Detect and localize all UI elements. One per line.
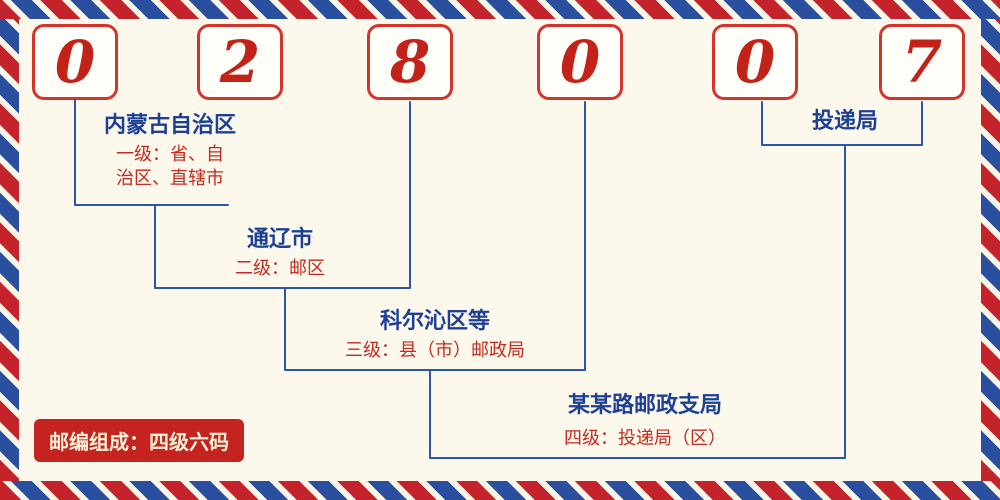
postal-digit-3: 8	[367, 24, 453, 100]
connector-level4	[429, 144, 846, 459]
level-1-desc: 一级：省、自治区、直辖市	[116, 144, 224, 188]
postal-digit-5: 0	[712, 24, 798, 100]
level-4-name: 某某路邮政支局	[567, 392, 722, 417]
composition-badge: 邮编组成：四级六码	[34, 419, 244, 462]
connector-delivery-bracket	[761, 101, 923, 146]
level-1-label: 内蒙古自治区 一级：省、自治区、直辖市	[80, 112, 260, 190]
delivery-office-label: 投递局	[790, 108, 900, 134]
envelope-border-bottom	[0, 481, 1000, 500]
level-3-label: 科尔沁区等 三级：县（市）邮政局	[330, 308, 540, 363]
level-4-desc: 四级：投递局（区）	[564, 428, 726, 449]
envelope-border-left	[0, 19, 19, 481]
connector-level2	[154, 101, 411, 289]
postal-digit-6: 7	[879, 24, 965, 100]
connector-level3	[284, 101, 586, 371]
connector-level1	[74, 99, 229, 206]
level-2-desc: 二级：邮区	[235, 258, 325, 279]
delivery-office-name: 投递局	[811, 108, 878, 133]
postal-digit-4: 0	[537, 24, 623, 100]
level-1-name: 内蒙古自治区	[103, 112, 236, 137]
postal-digit-1: 0	[32, 24, 118, 100]
envelope-border-right	[981, 19, 1000, 481]
envelope-border-top	[0, 0, 1000, 19]
level-2-label: 通辽市 二级：邮区	[205, 226, 355, 281]
level-2-name: 通辽市	[246, 226, 313, 251]
level-3-desc: 三级：县（市）邮政局	[345, 340, 525, 361]
postal-digit-2: 2	[197, 24, 283, 100]
level-4-label: 某某路邮政支局 四级：投递局（区）	[530, 392, 760, 451]
level-3-name: 科尔沁区等	[379, 308, 490, 333]
